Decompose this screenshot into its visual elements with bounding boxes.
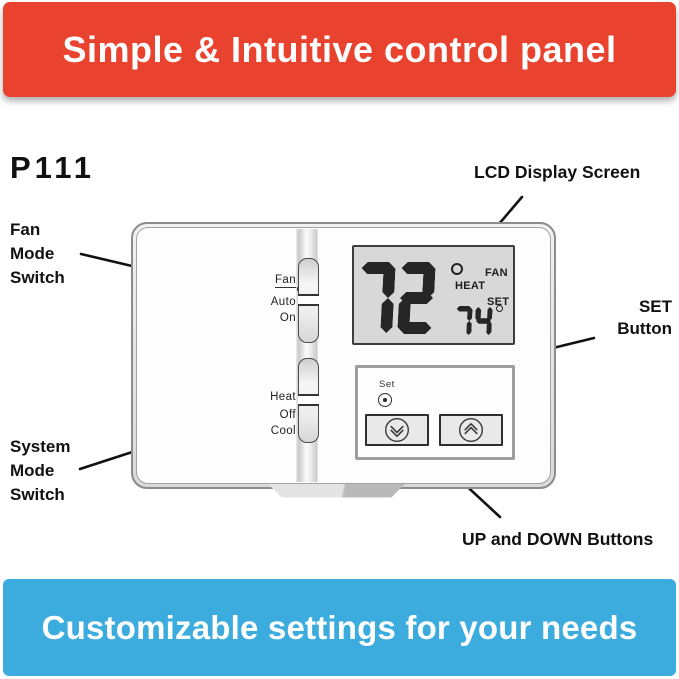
- callout-up-down-buttons: UP and DOWN Buttons: [462, 529, 654, 549]
- chevron-down-icon: [384, 417, 410, 443]
- fan-slider-knob[interactable]: [298, 294, 319, 306]
- down-button[interactable]: [365, 414, 429, 446]
- lcd-display: FAN HEAT SET: [352, 245, 515, 345]
- callout-line: Fan: [10, 220, 41, 239]
- bottom-banner: Customizable settings for your needs: [3, 579, 676, 676]
- callout-fan-mode-switch: Fan Mode Switch: [10, 218, 65, 290]
- system-option-cool: Cool: [270, 425, 296, 437]
- callout-line: Switch: [10, 268, 65, 287]
- button-panel: Set: [355, 365, 515, 460]
- callout-line: SET: [638, 297, 672, 316]
- callout-lcd-display-screen: LCD Display Screen: [474, 162, 641, 182]
- degree-symbol-icon: [451, 263, 463, 275]
- system-option-off: Off: [279, 409, 296, 421]
- callout-line: Mode: [10, 244, 55, 263]
- current-temperature-digits: [357, 262, 436, 334]
- top-banner: Simple & Intuitive control panel: [3, 2, 676, 97]
- degree-symbol-small-icon: [496, 305, 503, 312]
- callout-line: Switch: [10, 485, 65, 504]
- up-button[interactable]: [439, 414, 503, 446]
- system-option-heat: Heat: [270, 391, 296, 403]
- callout-line: Button: [617, 319, 672, 338]
- system-mode-slider[interactable]: [298, 358, 319, 443]
- thermostat-bottom-tab: [268, 484, 405, 498]
- callout-line: System: [10, 437, 71, 456]
- fan-indicator: FAN: [485, 267, 508, 279]
- set-temperature-digits: [454, 306, 493, 336]
- fan-mode-slider[interactable]: [298, 258, 319, 343]
- heat-indicator: HEAT: [455, 280, 486, 292]
- bottom-banner-title: Customizable settings for your needs: [41, 608, 638, 646]
- fan-switch-group-label: Fan: [274, 274, 299, 291]
- system-slider-knob[interactable]: [298, 394, 319, 406]
- callout-line: Mode: [10, 461, 55, 480]
- top-banner-title: Simple & Intuitive control panel: [62, 28, 617, 70]
- chevron-up-icon: [458, 417, 484, 443]
- callout-system-mode-switch: System Mode Switch: [10, 435, 70, 507]
- set-button-label: Set: [379, 379, 395, 390]
- set-indicator: SET: [487, 296, 510, 308]
- fan-option-on: On: [279, 312, 296, 324]
- callout-set-button: SET Button: [617, 296, 672, 340]
- target-dot-icon[interactable]: [378, 393, 392, 407]
- fan-option-auto: Auto: [270, 296, 296, 308]
- thermostat: Fan Auto On Heat Off Cool FAN HEAT SET S…: [131, 222, 556, 489]
- model-label: P111: [10, 150, 95, 185]
